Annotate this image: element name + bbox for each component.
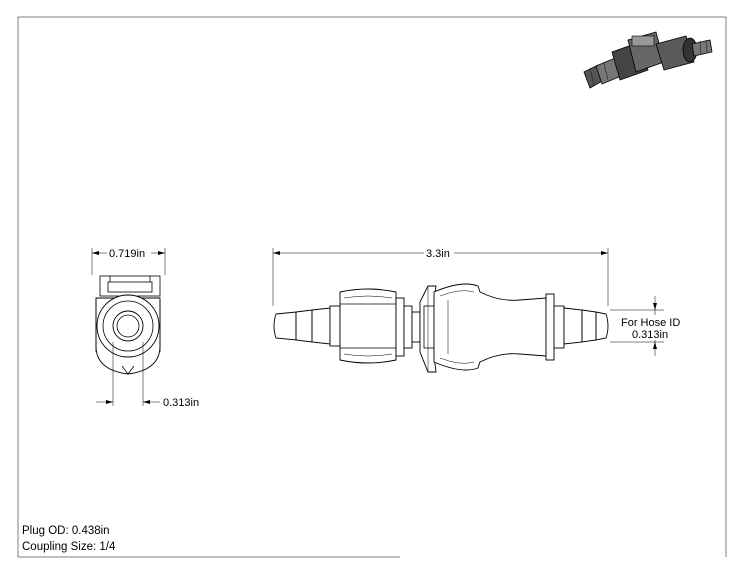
side-view xyxy=(272,246,684,373)
sheet-border xyxy=(17,16,727,558)
front-width-dimension: 0.719in xyxy=(109,248,145,260)
overall-length-dimension: 3.3in xyxy=(426,248,450,260)
isometric-thumbnail xyxy=(583,31,713,89)
front-view xyxy=(91,246,166,406)
hose-id-label: For Hose ID xyxy=(621,317,680,329)
hose-id-value: 0.313in xyxy=(632,329,668,341)
coupling-size-note: Coupling Size: 1/4 xyxy=(22,541,116,553)
plug-od-note: Plug OD: 0.438in xyxy=(22,525,110,537)
front-bore-dimension: 0.313in xyxy=(163,397,199,409)
